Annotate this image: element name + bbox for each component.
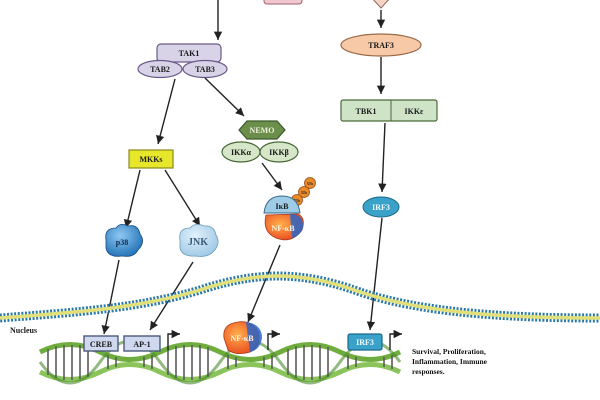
nfkb-nuclear-label: NF-κB — [230, 334, 254, 343]
ap1-label: AP-1 — [133, 340, 150, 349]
tab3-oval — [182, 59, 228, 79]
ikkb-oval — [259, 141, 299, 163]
irf3-nuclear: IRF3 — [347, 333, 383, 351]
svg-text:Ub: Ub — [307, 181, 313, 186]
svg-text:Ub: Ub — [294, 198, 300, 203]
mkks-label: MKKs — [139, 155, 162, 164]
jnk-label: JNK — [188, 237, 208, 248]
creb-label: CREB — [90, 340, 113, 349]
ikke-label: IKKε — [405, 107, 425, 116]
tak1-complex: TAK1 TAB2 TAB3 — [137, 43, 228, 79]
outcome-line-1: Survival, Proliferation, — [412, 347, 486, 356]
ikkb-label: IKKβ — [269, 148, 289, 157]
outcome-line-2: Inflammation, Immune — [412, 357, 488, 366]
ap1-box: AP-1 — [123, 335, 161, 352]
p38-label: p38 — [116, 238, 128, 247]
nemo-hexagon — [238, 120, 286, 140]
nucleus-label: Nucleus — [10, 326, 37, 335]
ikb-label: IκB — [276, 202, 290, 211]
mkks-node: MKKs — [128, 149, 174, 169]
tab2-oval — [137, 59, 183, 79]
p38-node: p38 — [105, 224, 143, 257]
top-stubs — [213, 0, 390, 40]
outcome-text: Survival, Proliferation, Inflammation, I… — [412, 347, 488, 376]
creb-box: CREB — [83, 335, 119, 352]
tab2-label: TAB2 — [150, 65, 170, 74]
nfkb-label: NF-κB — [271, 224, 295, 233]
traf3-label: TRAF3 — [368, 41, 394, 50]
jnk-node: JNK — [179, 224, 219, 257]
nemo-label: NEMO — [250, 126, 275, 135]
irf3-label: IRF3 — [372, 203, 390, 212]
outcome-line-3: responses. — [412, 367, 445, 376]
ikb-nfkb-complex: IκB NF-κB — [263, 195, 304, 241]
tak1-label: TAK1 — [179, 49, 200, 58]
tbk1-ikke-complex: TBK1 IKKε — [340, 99, 438, 122]
irf3-node: IRF3 — [362, 196, 400, 218]
tbk1-label: TBK1 — [356, 107, 377, 116]
tak1-box — [156, 43, 222, 63]
tab3-label: TAB3 — [195, 65, 215, 74]
irf3-nuclear-label: IRF3 — [356, 338, 374, 347]
nuclear-membrane — [0, 271, 600, 323]
ub-chain: Ub Ub Ub — [291, 177, 316, 206]
ikk-complex: NEMO IKKα IKKβ — [221, 120, 299, 163]
svg-text:Ub: Ub — [301, 190, 307, 195]
ikka-label: IKKα — [231, 148, 252, 157]
traf3-node: TRAF3 — [340, 33, 422, 57]
nfkb-nuclear: NF-κB — [223, 321, 262, 354]
